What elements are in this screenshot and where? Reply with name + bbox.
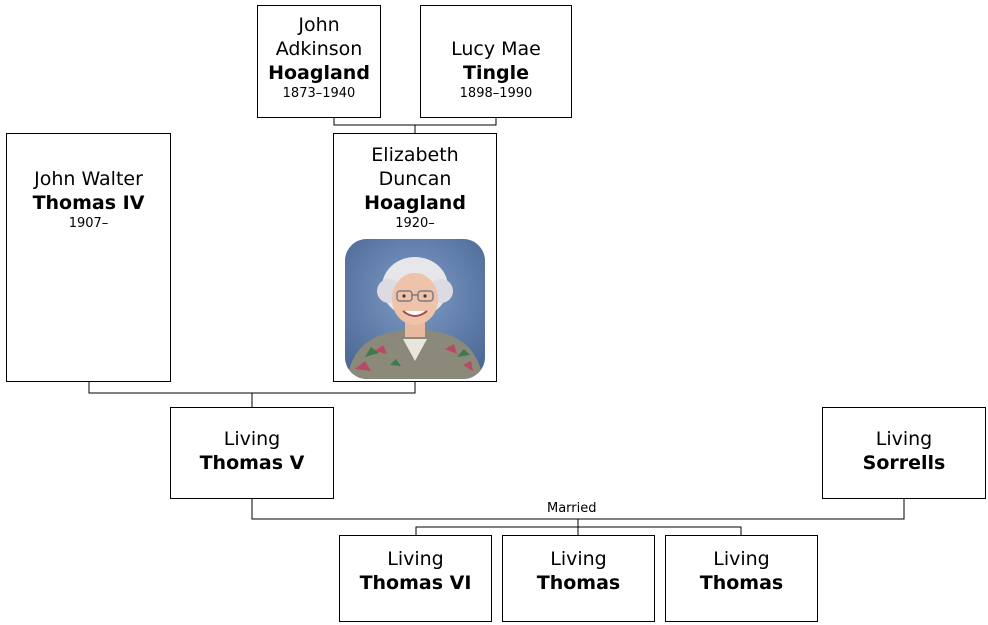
given-name-line-1: John (298, 14, 340, 36)
life-dates: 1898–1990 (459, 86, 533, 101)
surname: Tingle (463, 62, 529, 84)
surname: Thomas VI (359, 572, 472, 594)
person-card-lucy-mae-tingle[interactable]: Lucy Mae Tingle 1898–1990 (420, 5, 572, 118)
person-card-living-thomas[interactable]: Living Thomas (502, 535, 655, 622)
given-name: Living (550, 548, 607, 570)
given-name-line-1: Elizabeth (371, 144, 459, 166)
person-card-living-thomas-v[interactable]: Living Thomas V (170, 407, 334, 499)
person-card-living-thomas-2[interactable]: Living Thomas (665, 535, 818, 622)
life-dates: 1920– (395, 216, 435, 231)
surname: Thomas IV (32, 192, 145, 214)
connector-grandparents (333, 117, 497, 126)
marriage-label: Married (545, 501, 599, 517)
surname: Thomas (536, 572, 621, 594)
surname: Thomas (699, 572, 784, 594)
surname: Hoagland (364, 192, 466, 214)
surname: Thomas V (199, 452, 305, 474)
portrait-photo[interactable] (345, 239, 485, 379)
surname: Hoagland (268, 62, 370, 84)
person-card-living-sorrells[interactable]: Living Sorrells (822, 407, 986, 499)
given-name: John Walter (34, 168, 143, 190)
life-dates: 1907– (68, 216, 109, 231)
given-name-line-2: Duncan (378, 168, 452, 190)
person-card-john-walter-thomas-iv[interactable]: John Walter Thomas IV 1907– (6, 133, 171, 382)
given-name-line-2: Adkinson (275, 38, 363, 60)
person-card-elizabeth-duncan-hoagland[interactable]: Elizabeth Duncan Hoagland 1920– (333, 133, 497, 382)
life-dates: 1873–1940 (282, 86, 356, 101)
given-name: Living (223, 428, 281, 450)
given-name: Living (875, 428, 933, 450)
person-card-living-thomas-vi[interactable]: Living Thomas VI (339, 535, 492, 622)
given-name: Lucy Mae (451, 38, 541, 60)
given-name: Living (387, 548, 444, 570)
given-name: Living (713, 548, 770, 570)
surname: Sorrells (862, 452, 946, 474)
person-card-john-adkinson-hoagland[interactable]: John Adkinson Hoagland 1873–1940 (257, 5, 381, 118)
elderly-woman-portrait-icon (345, 239, 485, 379)
connector-parents (88, 381, 416, 394)
